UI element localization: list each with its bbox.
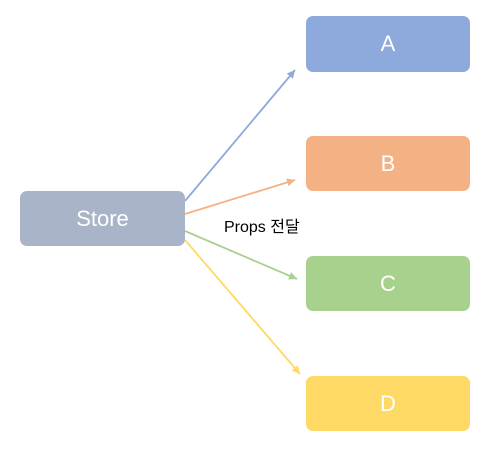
node-c: C <box>306 256 470 311</box>
edge-store-to-a <box>184 69 296 202</box>
node-d-label: D <box>380 390 396 416</box>
store-node: Store <box>20 191 185 246</box>
node-b-label: B <box>380 150 396 176</box>
node-c-label: C <box>380 270 396 296</box>
edge-store-to-b <box>184 178 296 215</box>
edge-store-to-d <box>184 239 301 375</box>
edge-store-to-c <box>184 230 298 280</box>
node-b: B <box>306 136 470 191</box>
node-a: A <box>306 16 470 72</box>
node-a-label: A <box>380 31 396 56</box>
store-node-label: Store <box>76 205 129 231</box>
node-d: D <box>306 376 470 431</box>
edge-label: Props 전달 <box>224 219 300 236</box>
